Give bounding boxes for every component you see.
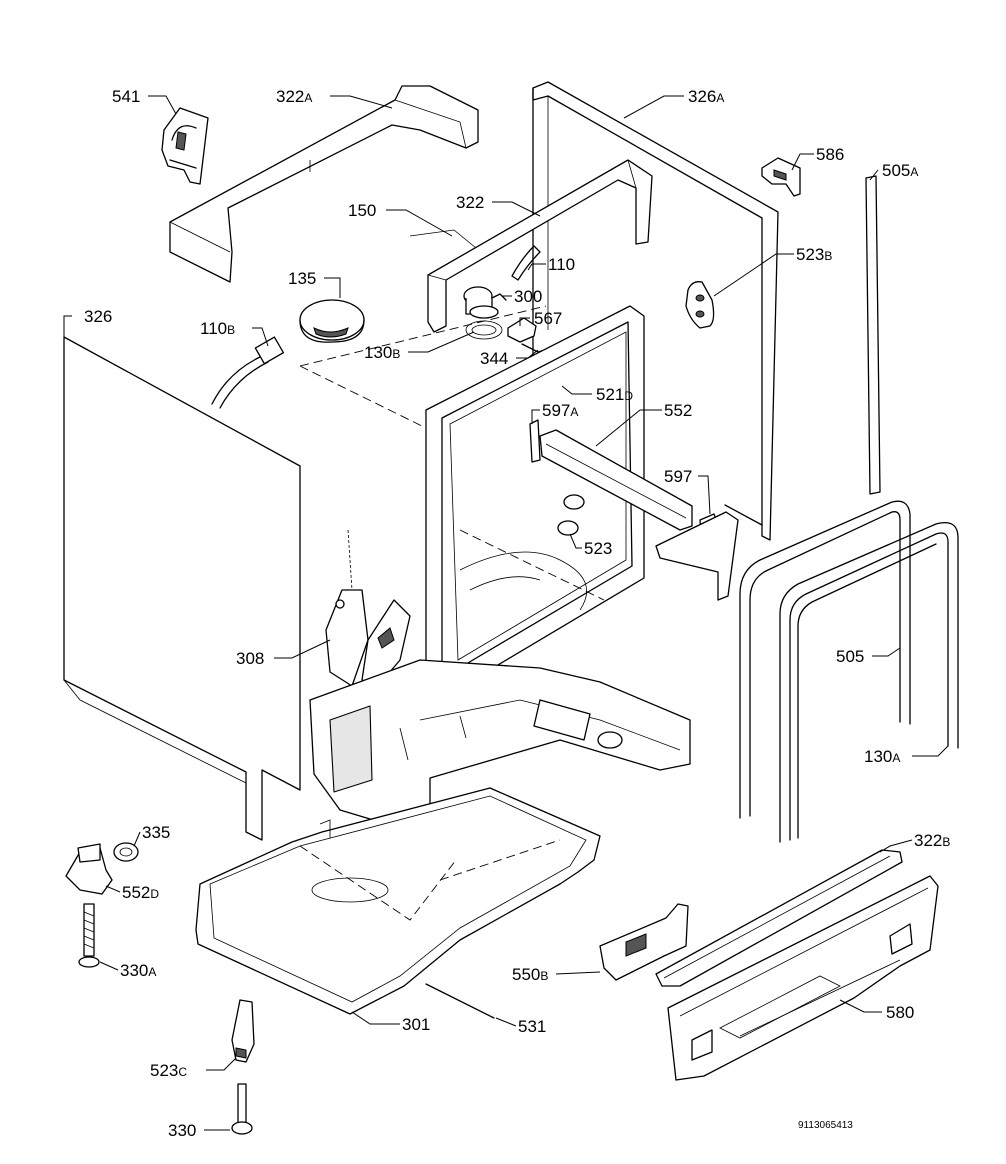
part-labels: 541 322A 326A 586 505A 150 322 110 523B …	[84, 87, 950, 1140]
label-322b: 322B	[914, 831, 950, 850]
dispenser-150	[409, 229, 477, 249]
label-330: 330	[168, 1121, 196, 1140]
hose-110b	[211, 336, 285, 409]
screw-330a	[78, 903, 100, 968]
rail-322b	[655, 849, 903, 987]
label-550b: 550B	[512, 965, 548, 984]
label-505a: 505A	[882, 161, 918, 180]
nut-335	[113, 842, 139, 862]
top-frame-322	[427, 159, 653, 333]
label-344: 344	[480, 349, 508, 368]
label-567: 567	[534, 309, 562, 328]
hose-110	[511, 245, 541, 281]
label-580: 580	[886, 1003, 914, 1022]
label-135: 135	[288, 269, 316, 288]
cap-135	[299, 299, 365, 343]
fittings-523	[557, 494, 585, 536]
label-150: 150	[348, 201, 376, 220]
front-panel-580	[667, 875, 939, 1081]
bracket-586	[761, 157, 801, 197]
base-frame	[309, 659, 691, 823]
label-308: 308	[236, 649, 264, 668]
label-541: 541	[112, 87, 140, 106]
side-panel-326	[63, 336, 301, 841]
label-523c: 523C	[150, 1061, 187, 1080]
label-326a: 326A	[688, 87, 724, 106]
label-552: 552	[664, 401, 692, 420]
top-frame-322a	[169, 85, 479, 283]
screw-330	[231, 1083, 253, 1135]
bracket-550b	[599, 903, 689, 981]
leader-lines	[63, 95, 949, 1131]
seal-505	[739, 500, 911, 819]
label-523: 523	[584, 539, 612, 558]
handle-541	[161, 107, 209, 185]
clip-523c	[231, 999, 255, 1063]
clip-567	[507, 317, 537, 343]
label-110: 110	[548, 255, 575, 274]
rod-531	[425, 983, 495, 1019]
valve-552d	[65, 843, 113, 895]
clip-597a	[529, 419, 541, 463]
valve-300	[463, 286, 507, 319]
rail-552	[539, 429, 693, 531]
seal-130b	[465, 320, 503, 340]
door-lock-308	[325, 529, 411, 687]
label-335: 335	[142, 823, 170, 842]
label-586: 586	[816, 145, 844, 164]
strip-505a	[865, 175, 881, 495]
label-326: 326	[84, 307, 112, 326]
side-flange	[655, 511, 739, 601]
label-521d: 521D	[596, 385, 633, 404]
seal-130a	[779, 521, 959, 843]
label-597a: 597A	[542, 401, 578, 420]
label-110b: 110B	[200, 319, 235, 338]
label-300: 300	[514, 287, 542, 306]
tub-front-frame	[299, 305, 645, 691]
label-322a: 322A	[276, 87, 312, 106]
label-505: 505	[836, 647, 864, 666]
label-130b: 130B	[364, 343, 400, 362]
label-322: 322	[456, 193, 484, 212]
label-523b: 523B	[796, 245, 832, 264]
ring-523b	[685, 281, 715, 329]
label-130a: 130A	[864, 747, 900, 766]
drawing-code: 9113065413	[798, 1120, 853, 1131]
label-531: 531	[518, 1017, 546, 1036]
base-tray-301	[195, 787, 601, 1015]
label-301: 301	[402, 1015, 430, 1034]
label-330a: 330A	[120, 961, 156, 980]
label-552d: 552D	[122, 883, 159, 902]
label-597: 597	[664, 467, 692, 486]
